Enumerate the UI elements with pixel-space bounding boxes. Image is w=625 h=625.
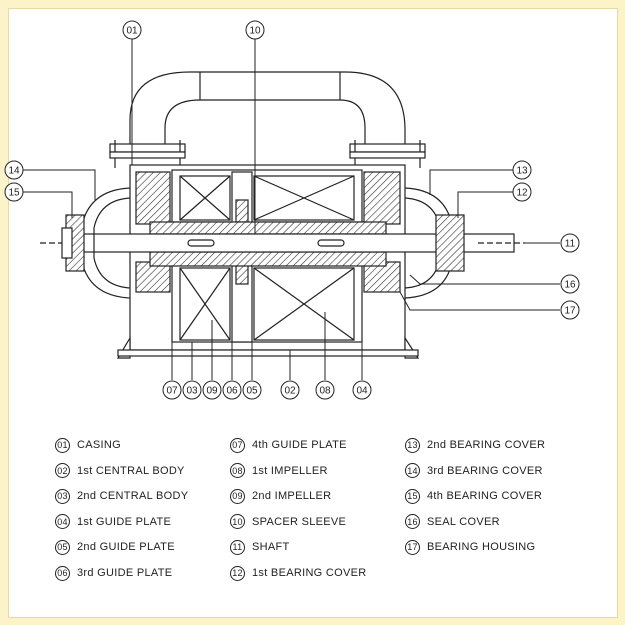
callout-05: 05 — [242, 380, 262, 400]
left-bearing-housing — [61, 187, 131, 299]
callout-17: 17 — [560, 300, 580, 320]
callout-balloons: 01 10 14 15 13 12 11 16 17 07 03 09 06 05 02 08 04 — [4, 20, 580, 400]
callout-13: 13 — [512, 160, 532, 180]
callout-number: 07 — [166, 386, 178, 397]
callout-number: 17 — [564, 306, 576, 317]
callout-08: 08 — [315, 380, 335, 400]
callout-number: 06 — [226, 386, 238, 397]
callout-number: 15 — [8, 188, 20, 199]
callout-02: 02 — [280, 380, 300, 400]
callout-16: 16 — [560, 274, 580, 294]
callout-11: 11 — [560, 233, 580, 253]
casing-body — [116, 164, 420, 359]
callout-number: 04 — [356, 386, 368, 397]
callout-number: 14 — [8, 166, 20, 177]
callout-06: 06 — [222, 380, 242, 400]
callout-number: 10 — [249, 26, 261, 37]
right-bearing-housing — [404, 187, 465, 299]
top-pipe — [109, 71, 426, 168]
callout-10: 10 — [245, 20, 265, 40]
callout-15: 15 — [4, 182, 24, 202]
callout-number: 09 — [206, 386, 218, 397]
callout-number: 12 — [516, 188, 528, 199]
callout-01: 01 — [122, 20, 142, 40]
callout-14: 14 — [4, 160, 24, 180]
callout-number: 13 — [516, 166, 528, 177]
callout-number: 02 — [284, 386, 296, 397]
leader-lines — [23, 38, 560, 380]
callout-number: 01 — [126, 26, 138, 37]
callout-number: 11 — [565, 239, 576, 250]
callout-04: 04 — [352, 380, 372, 400]
callout-07: 07 — [162, 380, 182, 400]
callout-12: 12 — [512, 182, 532, 202]
callout-number: 16 — [564, 280, 576, 291]
callout-03: 03 — [182, 380, 202, 400]
callout-number: 03 — [186, 386, 198, 397]
callout-number: 08 — [319, 386, 331, 397]
callout-number: 05 — [246, 386, 258, 397]
callout-09: 09 — [202, 380, 222, 400]
